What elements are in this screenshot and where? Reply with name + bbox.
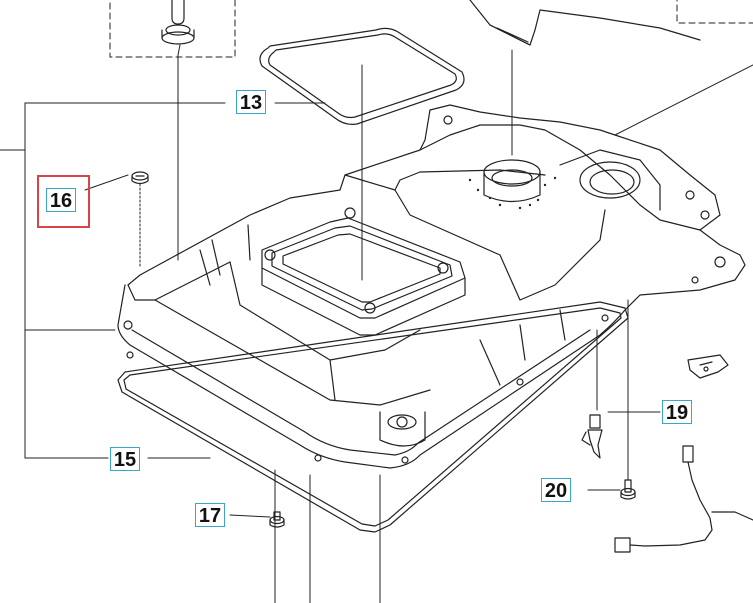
top-connector-part	[109, 0, 236, 58]
leader-lines	[84, 44, 753, 603]
callout-20: 20	[541, 478, 571, 502]
callout-17: 17	[195, 503, 225, 527]
sensor-part-19	[581, 414, 603, 459]
screw-part-20	[620, 479, 636, 500]
screw-part-16	[131, 171, 149, 269]
assembly-bracket	[0, 102, 326, 459]
base-gasket	[117, 301, 629, 533]
top-gasket	[259, 27, 465, 125]
main-housing	[117, 104, 746, 469]
callout-19: 19	[662, 400, 692, 424]
callout-15: 15	[110, 447, 140, 471]
mounting-plate	[687, 354, 729, 379]
callout-16: 16	[46, 188, 76, 212]
top-right-cover-fragment	[469, 0, 753, 46]
selected-part-highlight	[37, 175, 90, 228]
screw-part-17	[269, 511, 285, 528]
cable-harness	[614, 445, 753, 553]
callout-13: 13	[236, 90, 266, 114]
